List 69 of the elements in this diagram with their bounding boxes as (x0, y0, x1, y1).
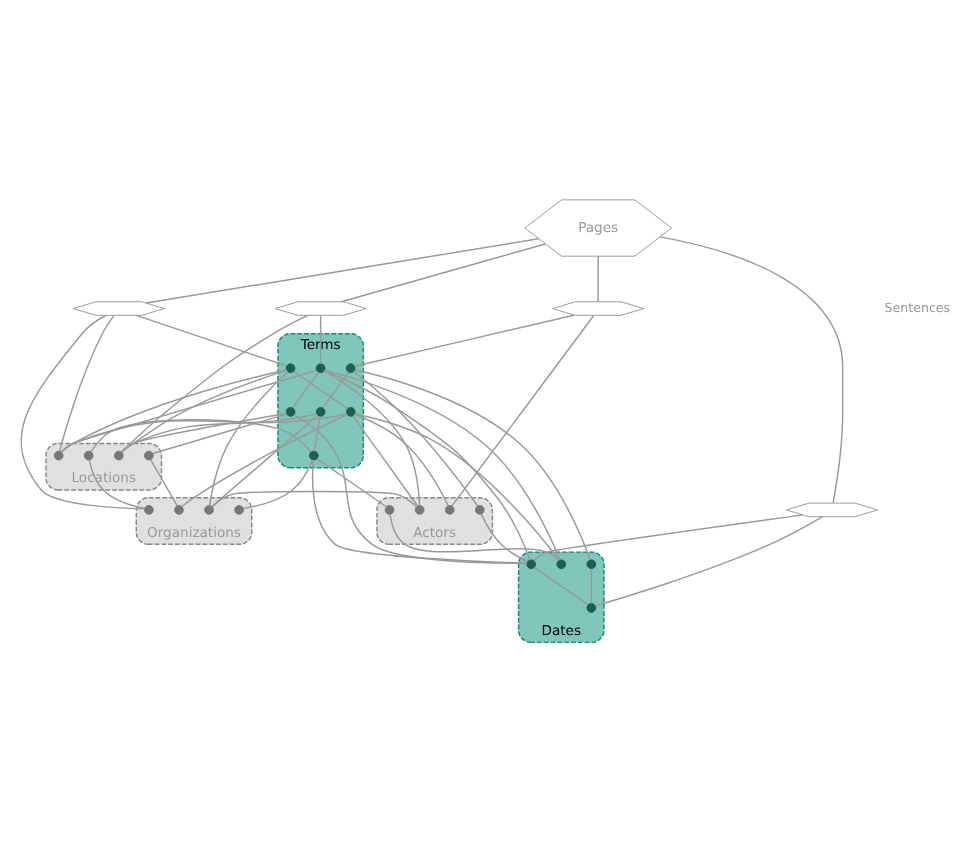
connector (352, 369, 479, 506)
connector (208, 370, 289, 506)
connector (323, 369, 421, 506)
connector (354, 411, 560, 560)
connector (211, 489, 418, 507)
connector (594, 515, 823, 606)
node-circle (586, 558, 597, 569)
node-circle (204, 504, 214, 514)
connector (292, 370, 320, 408)
node-circle (285, 362, 296, 373)
node-circle (315, 362, 326, 373)
node-circle (309, 449, 319, 460)
connector (480, 512, 529, 562)
node-circle (113, 449, 124, 460)
node-hexagon (785, 501, 879, 517)
connector (533, 565, 589, 605)
connector (340, 242, 547, 302)
node-hexagon (274, 300, 367, 315)
connector (149, 457, 178, 506)
node-hexagon (552, 300, 645, 315)
node-circle (315, 406, 326, 416)
node-circle (414, 504, 425, 514)
connector (451, 314, 595, 506)
connector (319, 313, 322, 364)
connector (311, 458, 528, 563)
node-circle (556, 558, 567, 569)
connector (597, 254, 599, 302)
connector (152, 412, 288, 454)
connector (121, 368, 288, 452)
connector (353, 412, 449, 506)
node-circle (345, 406, 356, 416)
connector (293, 369, 349, 409)
connector (659, 235, 844, 503)
connector (58, 313, 115, 451)
node-circle (444, 504, 455, 514)
node-circle (586, 602, 597, 612)
connector (354, 313, 575, 367)
node-circle (83, 449, 94, 460)
connector (590, 567, 593, 604)
connector (20, 313, 146, 509)
node-circle (174, 504, 184, 514)
node-circle (285, 406, 296, 416)
connector (135, 313, 288, 366)
connector (120, 412, 318, 452)
connector (90, 418, 312, 452)
connector (60, 412, 348, 452)
node-circle (384, 504, 395, 514)
connector (389, 512, 560, 561)
connector (120, 411, 288, 452)
connector (354, 368, 591, 560)
connector (242, 458, 314, 509)
node-circle (53, 449, 64, 460)
node-circle (526, 558, 537, 569)
node-hexagon (72, 300, 165, 315)
connector (533, 513, 804, 561)
node-circle (345, 362, 356, 373)
connector (293, 413, 528, 564)
connector (313, 414, 321, 451)
connector (322, 370, 350, 408)
connector (352, 414, 419, 506)
connector (181, 412, 348, 506)
connector (316, 457, 388, 507)
connector (211, 413, 319, 507)
node-circle (144, 449, 154, 460)
connector (145, 237, 540, 303)
connector (120, 313, 309, 452)
node-circle (144, 504, 154, 514)
node-circle (234, 504, 244, 514)
node-circle (474, 504, 485, 514)
